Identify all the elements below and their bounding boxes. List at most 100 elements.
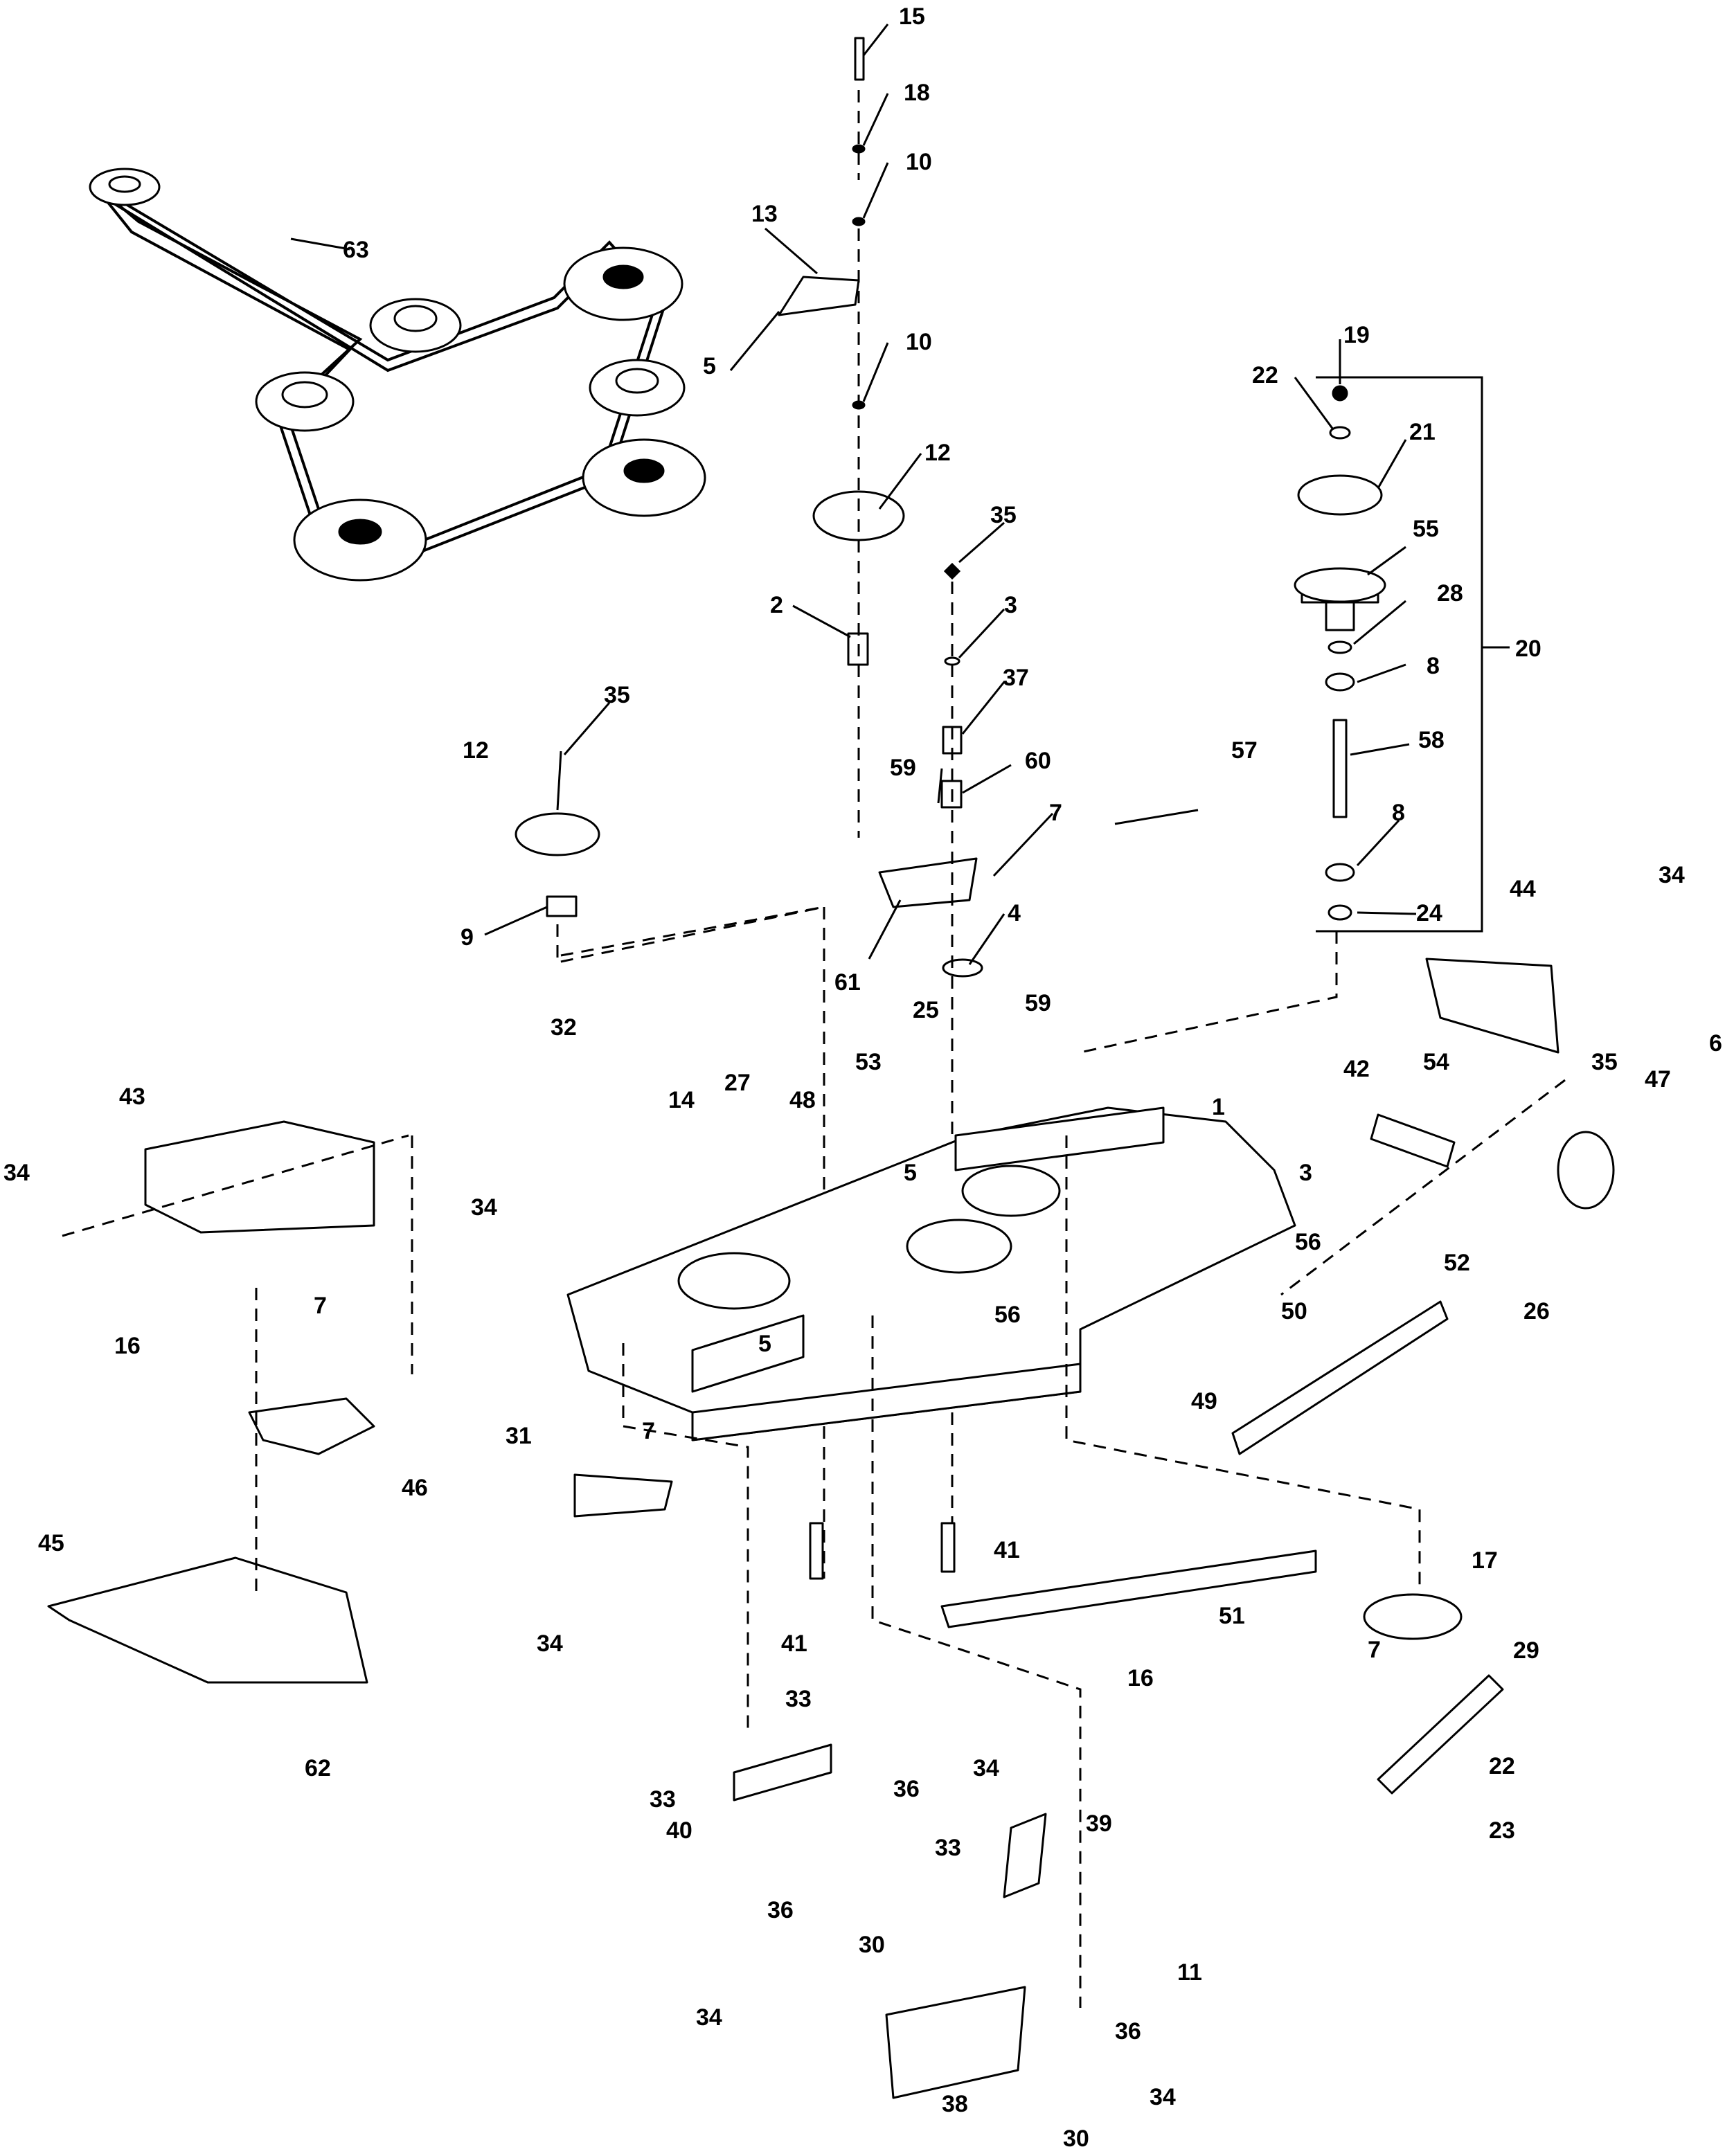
belt-pulley-assembly — [89, 168, 706, 582]
callout-12: 12 — [924, 440, 951, 466]
callout-31: 31 — [506, 1423, 532, 1449]
spacer — [1328, 904, 1352, 921]
belt-cover-right — [1425, 958, 1559, 1054]
bearing — [1325, 863, 1355, 882]
drive-belt — [96, 186, 667, 556]
callout-34: 34 — [3, 1160, 30, 1186]
callout-27: 27 — [724, 1070, 751, 1096]
idler-bracket — [778, 276, 860, 316]
callout-53: 53 — [855, 1049, 882, 1075]
callout-51: 51 — [1219, 1603, 1245, 1629]
callout-58: 58 — [1418, 727, 1445, 753]
idler-pulley-left — [515, 812, 600, 856]
callout-55: 55 — [1413, 516, 1439, 542]
pulley — [293, 498, 427, 582]
callout-57: 57 — [1231, 737, 1258, 764]
callout-34: 34 — [696, 2004, 722, 2031]
callout-33: 33 — [650, 1786, 676, 1813]
callout-26: 26 — [1523, 1298, 1550, 1324]
callout-46: 46 — [402, 1475, 428, 1501]
callout-36: 36 — [893, 1776, 920, 1802]
callout-24: 24 — [1416, 900, 1442, 926]
nut — [943, 562, 961, 580]
baffle-right — [1231, 1300, 1449, 1455]
callout-12: 12 — [463, 737, 489, 764]
callout-34: 34 — [471, 1194, 497, 1221]
callout-28: 28 — [1437, 580, 1463, 607]
callout-21: 21 — [1409, 419, 1436, 445]
callout-43: 43 — [119, 1084, 145, 1110]
group-bracket — [1316, 376, 1483, 933]
callout-10: 10 — [906, 329, 932, 355]
callout-9: 9 — [461, 924, 474, 951]
callout-23: 23 — [1489, 1817, 1515, 1844]
callout-7: 7 — [1368, 1637, 1381, 1663]
callout-36: 36 — [767, 1897, 794, 1923]
callout-34: 34 — [537, 1631, 563, 1657]
discharge-chute — [47, 1556, 368, 1684]
callout-45: 45 — [38, 1530, 64, 1556]
deck-frame — [954, 1106, 1165, 1171]
callout-2: 2 — [770, 592, 783, 618]
callout-5: 5 — [703, 353, 716, 379]
callout-16: 16 — [114, 1333, 141, 1359]
washer — [942, 958, 983, 978]
callout-34: 34 — [1150, 2084, 1176, 2110]
callout-10: 10 — [906, 149, 932, 175]
spindle-pulley — [1297, 474, 1383, 516]
callout-50: 50 — [1281, 1298, 1307, 1324]
washer — [1329, 426, 1351, 440]
callout-60: 60 — [1025, 748, 1051, 774]
pulley — [563, 246, 683, 321]
callout-63: 63 — [343, 237, 369, 263]
callout-59: 59 — [1025, 990, 1051, 1016]
deck-spindle-pulley — [906, 1219, 1012, 1274]
chute-bracket — [573, 1473, 673, 1518]
deck-shell — [566, 1106, 1296, 1441]
spindle-assembly — [1294, 376, 1483, 933]
callout-14: 14 — [668, 1087, 695, 1113]
callout-36: 36 — [1115, 2018, 1141, 2045]
callout-4: 4 — [1008, 900, 1021, 926]
callout-30: 30 — [1063, 2126, 1089, 2152]
idler-arm — [878, 857, 978, 908]
callout-16: 16 — [1127, 1665, 1154, 1691]
anti-scalp-wheel — [1557, 1131, 1615, 1210]
callout-5: 5 — [904, 1160, 917, 1186]
callout-8: 8 — [1392, 800, 1405, 826]
pulley — [369, 298, 462, 353]
deck-spindle-pulley — [677, 1252, 791, 1310]
callout-6: 6 — [1709, 1030, 1722, 1057]
callout-33: 33 — [935, 1835, 961, 1861]
nut — [1332, 385, 1348, 402]
callout-56: 56 — [1295, 1229, 1321, 1255]
loose-parts — [47, 809, 1615, 2099]
spindle-plate — [1363, 1593, 1463, 1640]
callout-7: 7 — [1049, 800, 1062, 826]
callout-42: 42 — [1343, 1056, 1370, 1082]
drive-belt-inner — [102, 196, 656, 546]
callout-7: 7 — [314, 1293, 327, 1319]
callout-25: 25 — [913, 997, 939, 1023]
callout-47: 47 — [1645, 1066, 1671, 1093]
callout-29: 29 — [1513, 1637, 1539, 1664]
callout-labels: 1 2 3 3 4 5 5 5 6 7 7 7 7 8 8 9 10 10 11… — [3, 3, 1722, 2152]
callout-54: 54 — [1423, 1049, 1449, 1075]
pulley — [89, 168, 161, 206]
callout-61: 61 — [834, 969, 861, 996]
callout-30: 30 — [859, 1932, 885, 1958]
bolt — [809, 1522, 824, 1580]
callout-59: 59 — [890, 755, 916, 781]
callout-39: 39 — [1086, 1811, 1112, 1837]
pulley — [589, 359, 686, 417]
spring — [1114, 809, 1199, 825]
callout-40: 40 — [666, 1817, 692, 1844]
callout-8: 8 — [1427, 653, 1440, 679]
spacer — [546, 895, 578, 917]
bearing — [1325, 672, 1355, 692]
callout-48: 48 — [789, 1087, 816, 1113]
spacer — [1328, 640, 1352, 654]
callout-5: 5 — [758, 1331, 771, 1357]
idler-arm-stack — [515, 37, 983, 1579]
